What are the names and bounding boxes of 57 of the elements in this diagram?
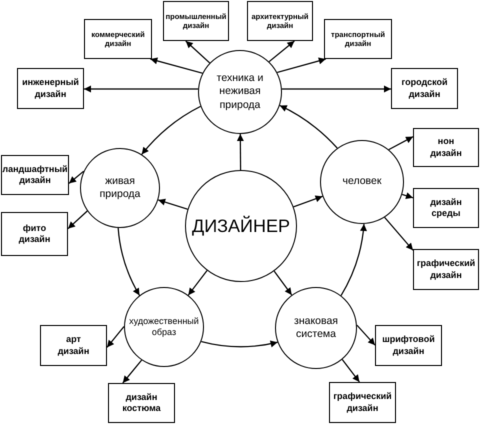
node-label: фито дизайн (18, 222, 50, 246)
arrow (158, 198, 188, 210)
arrow (68, 210, 88, 230)
arrow (282, 86, 391, 92)
arrow (356, 324, 376, 346)
arrow (185, 40, 210, 64)
design-box (247, 1, 313, 41)
design-box (40, 325, 107, 366)
arrow (274, 270, 292, 296)
arrow (106, 326, 124, 348)
arrow (402, 192, 414, 200)
arrow (342, 359, 360, 382)
node-label: шрифтовой дизайн (382, 334, 435, 357)
design-box (324, 19, 392, 59)
design-box (391, 68, 458, 109)
arrow (384, 216, 414, 251)
arrow (280, 104, 338, 148)
design-box (413, 249, 479, 290)
node-label: графический дизайн (416, 258, 476, 281)
node-label: ландшафтный дизайн (2, 164, 68, 186)
arrow (122, 360, 142, 384)
arrow (118, 228, 140, 296)
arrow (340, 224, 367, 296)
design-box (329, 382, 396, 423)
arrow (68, 170, 84, 184)
node-label: графический дизайн (333, 391, 392, 414)
design-box (413, 128, 479, 167)
arrow (141, 106, 201, 155)
arrow (388, 136, 414, 150)
design-box (1, 155, 69, 195)
arrow (236, 134, 244, 170)
node-label: художественный образ (128, 316, 200, 338)
node-label: живая природа (98, 174, 142, 202)
node-label: ДИЗАЙНЕР (192, 214, 290, 238)
arrow (268, 40, 295, 62)
arrow (277, 58, 326, 74)
design-box (17, 68, 84, 109)
arrow (84, 86, 198, 92)
design-box (108, 383, 175, 423)
design-box (375, 325, 442, 366)
design-box (1, 212, 68, 256)
arrow (150, 57, 203, 74)
node-label: техника и неживая природа (216, 72, 264, 112)
design-box (413, 188, 479, 228)
design-box (163, 1, 229, 41)
node-label: дизайн среды (430, 196, 462, 220)
node-label: человек (342, 175, 382, 189)
arrow (293, 195, 323, 208)
arrow (188, 270, 208, 296)
design-box (84, 19, 152, 59)
arrow (201, 340, 278, 348)
node-label: инженерный дизайн (22, 77, 79, 100)
node-label: знаковая система (293, 314, 339, 342)
node-label: нон дизайн (430, 136, 462, 159)
node-label: арт дизайн (58, 334, 90, 357)
node-label: городской дизайн (401, 77, 448, 100)
node-label: дизайн костюма (122, 392, 161, 414)
